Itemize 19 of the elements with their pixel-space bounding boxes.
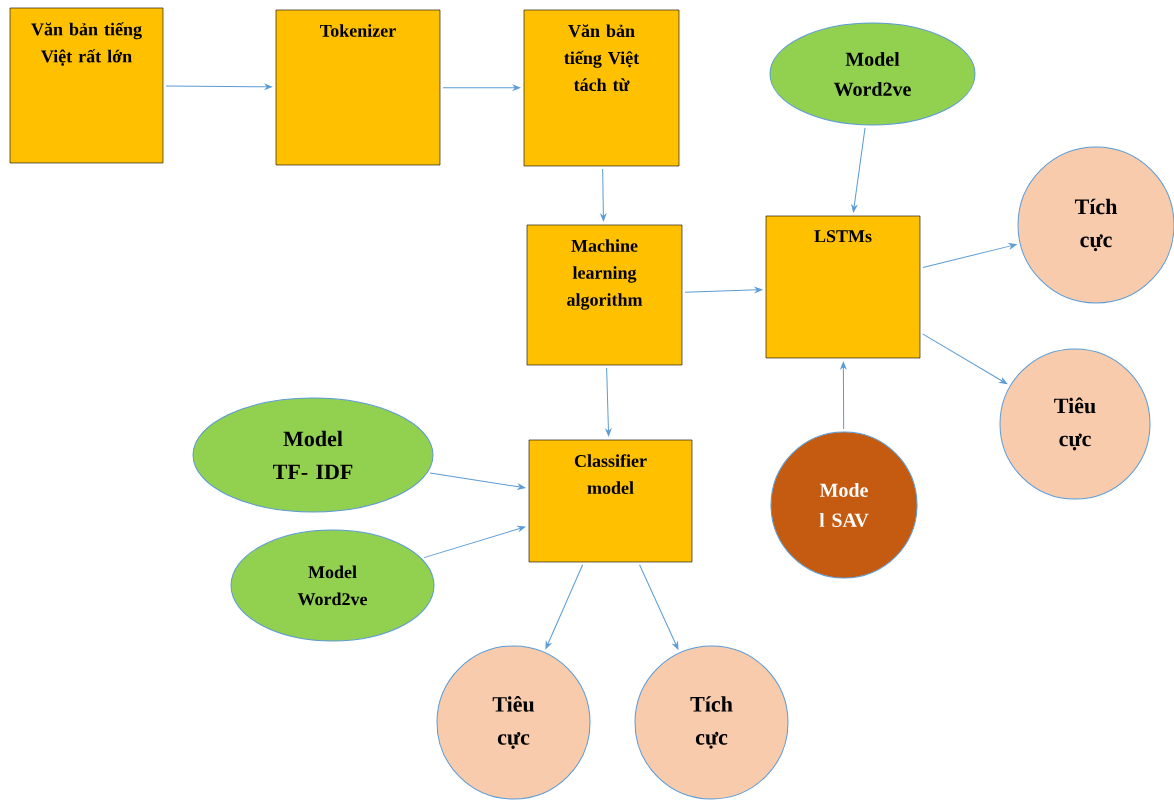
- arrow: [639, 564, 679, 650]
- arrow: [684, 287, 763, 293]
- process-box: Văn bản tiếng Việt tách từ: [523, 9, 680, 167]
- arrow: [429, 472, 526, 490]
- arrow: [423, 525, 526, 559]
- arrow: [600, 168, 607, 222]
- arrow: [851, 127, 866, 213]
- arrow: [922, 333, 1008, 385]
- process-box: Tokenizer: [275, 9, 441, 166]
- arrow: [442, 84, 521, 91]
- arrow: [545, 564, 584, 649]
- arrow: [840, 361, 847, 430]
- arrow: [922, 243, 1017, 268]
- arrow: [165, 83, 273, 90]
- process-box: Văn bản tiếng Việt rất lớn: [9, 7, 164, 164]
- process-box: LSTMs: [765, 215, 921, 359]
- process-box: Classifier model: [528, 439, 693, 563]
- arrow: [605, 367, 612, 437]
- process-box: Machine learning algorithm: [526, 224, 683, 366]
